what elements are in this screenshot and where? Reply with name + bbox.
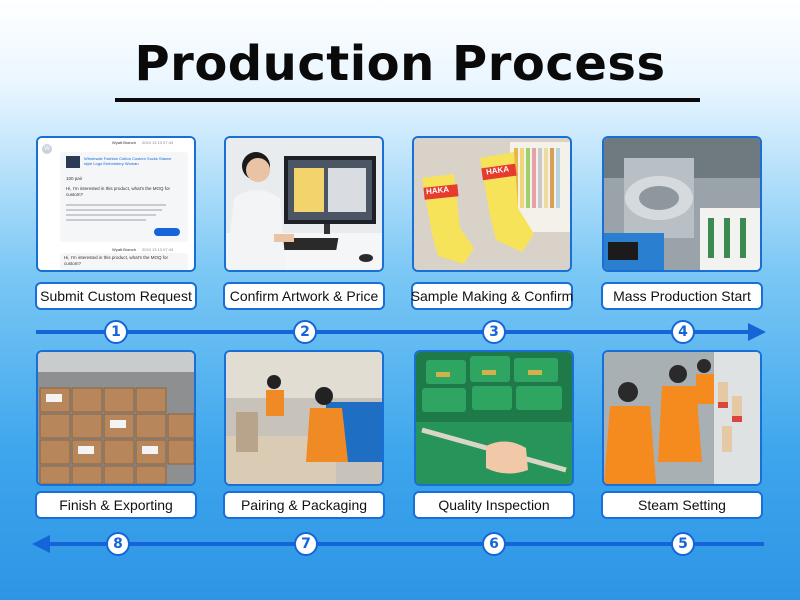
chat-sender: Wyatt Branch (112, 140, 136, 145)
arrow-left-icon (32, 535, 50, 553)
chat-line (66, 214, 156, 216)
photo-sample: HAKA HAKA (412, 136, 572, 272)
chat-bubble-2 (60, 253, 188, 270)
chat-bubble (60, 152, 188, 242)
label-step-3: Sample Making & Confirm (411, 282, 573, 310)
photo-mass-production (602, 136, 762, 272)
step-number-2: 2 (293, 320, 317, 344)
label-step-5: Steam Setting (601, 491, 763, 519)
chat-product: Wholesale Fashion Cotton Custom Socks St… (84, 156, 172, 166)
sock-samples-illustration (414, 138, 570, 270)
designer-illustration (226, 138, 382, 270)
page-title: Production Process (134, 36, 666, 92)
arrow-right-icon (748, 323, 766, 341)
step-number-5: 5 (671, 532, 695, 556)
chat-message-2: Hi, I'm interested in this product, what… (64, 255, 169, 266)
packaging-workers-illustration (226, 352, 382, 484)
photo-exporting (36, 350, 196, 486)
label-step-8: Finish & Exporting (35, 491, 197, 519)
chat-line (66, 209, 162, 211)
label-step-7: Pairing & Packaging (223, 491, 385, 519)
inspection-illustration (416, 352, 572, 484)
steam-setting-illustration (604, 352, 760, 484)
arrow-line-top (36, 330, 752, 334)
chat-message: Hi, I'm interested in this product, what… (66, 186, 171, 197)
label-step-1: Submit Custom Request (35, 282, 197, 310)
photo-packaging (224, 350, 384, 486)
product-thumbnail (66, 156, 80, 168)
step-number-3: 3 (482, 320, 506, 344)
chat-action-button (154, 228, 180, 236)
chat-line (66, 219, 146, 221)
chat-moq: 100 pair (66, 176, 83, 181)
chat-time-2: 2024 13 13 07:43 (142, 247, 174, 252)
label-step-2: Confirm Artwork & Price (223, 282, 385, 310)
knitting-machine-illustration (604, 138, 760, 270)
photo-steam-setting (602, 350, 762, 486)
chat-screenshot: W Wyatt Branch 2024 13 13 07:43 Wholesal… (38, 138, 194, 270)
photo-custom-request: W Wyatt Branch 2024 13 13 07:43 Wholesal… (36, 136, 196, 272)
label-step-4: Mass Production Start (601, 282, 763, 310)
shipping-boxes-illustration (38, 352, 194, 484)
step-number-8: 8 (106, 532, 130, 556)
avatar: W (42, 144, 52, 154)
chat-time: 2024 13 13 07:43 (142, 140, 174, 145)
photo-artwork (224, 136, 384, 272)
photo-quality (414, 350, 574, 486)
chat-line (66, 204, 166, 206)
title-underline (115, 98, 700, 102)
arrow-line-bottom (48, 542, 764, 546)
step-number-6: 6 (482, 532, 506, 556)
step-number-7: 7 (294, 532, 318, 556)
label-step-6: Quality Inspection (413, 491, 575, 519)
step-number-1: 1 (104, 320, 128, 344)
step-number-4: 4 (671, 320, 695, 344)
chat-sender-2: Wyatt Branch (112, 247, 136, 252)
